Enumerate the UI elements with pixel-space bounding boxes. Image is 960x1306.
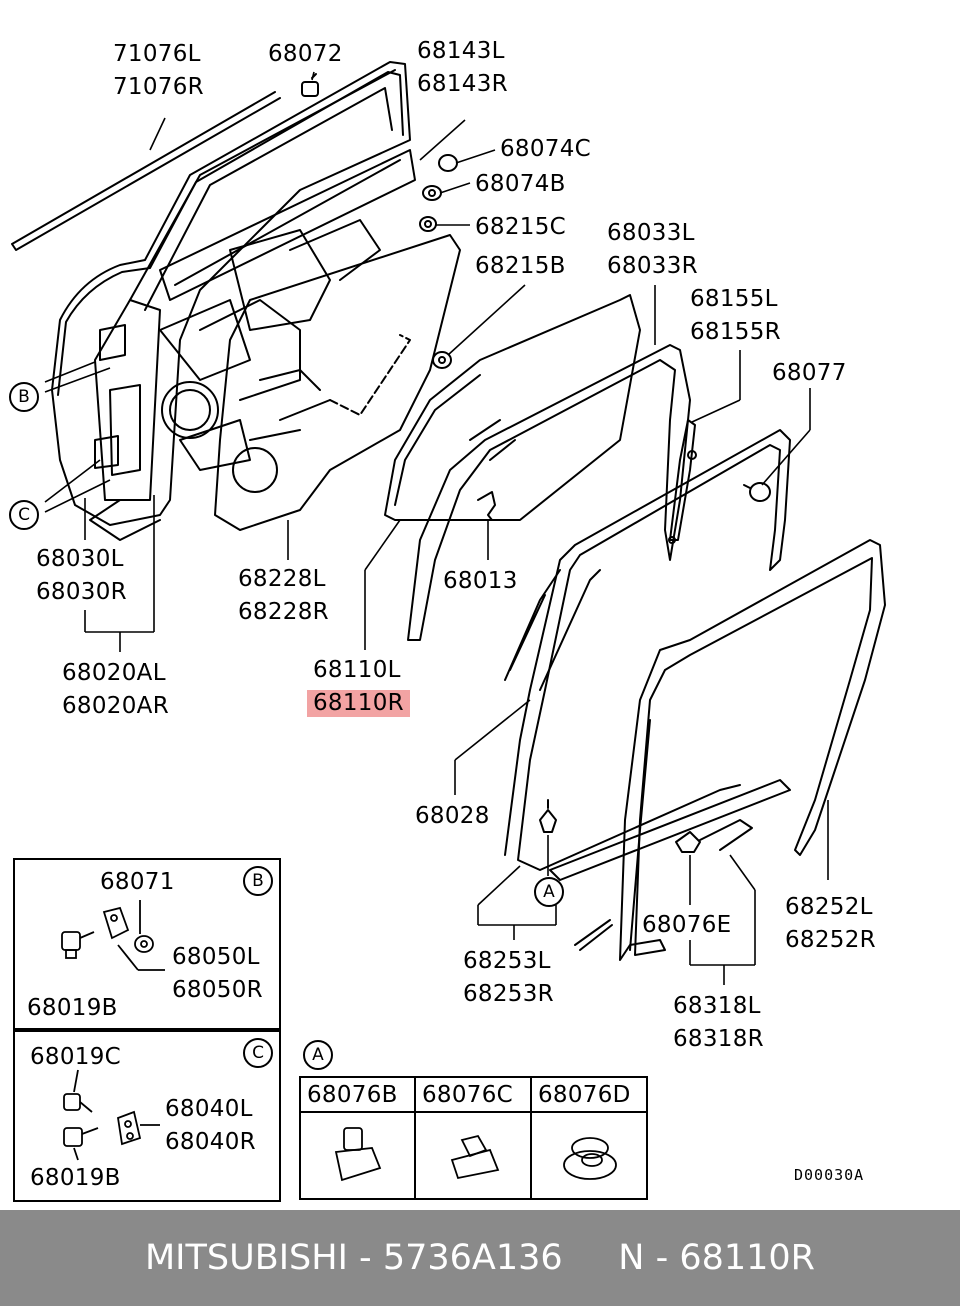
detail-a-callout: A	[303, 1040, 333, 1070]
part-label-71076L: 71076L	[113, 41, 201, 67]
part-label-68110L: 68110L	[313, 657, 401, 683]
hinge-68040	[116, 1110, 142, 1146]
clip-68076E	[675, 831, 701, 853]
part-label-68072: 68072	[268, 41, 343, 67]
detail-c-label-68019B: 68019B	[30, 1165, 121, 1191]
bolt-68019C	[63, 1093, 93, 1113]
detail-c-label-68019C: 68019C	[30, 1044, 122, 1070]
part-label-68110R-highlighted: 68110R	[307, 690, 410, 717]
detail-box-c	[13, 1028, 281, 1202]
detail-box-b	[13, 858, 281, 1032]
footer-brand: MITSUBISHI	[144, 1238, 348, 1278]
detail-a-header-68076B: 68076B	[307, 1082, 398, 1108]
part-label-68155R: 68155R	[690, 319, 781, 345]
grommet-68074C	[438, 154, 458, 172]
footer-bar: MITSUBISHI - 5736A136 N - 68110R	[0, 1210, 960, 1306]
door-weatherstrip-68028	[504, 429, 791, 871]
part-label-68155L: 68155L	[690, 286, 778, 312]
clip-68215C	[419, 216, 437, 232]
part-label-68077: 68077	[772, 360, 847, 386]
footer-sep: -	[347, 1238, 383, 1278]
door-outer-shell	[51, 61, 411, 526]
part-label-68020AR: 68020AR	[62, 693, 169, 719]
callout-c: C	[9, 500, 39, 530]
part-label-68030L: 68030L	[36, 546, 124, 572]
detail-c-parts	[63, 1069, 160, 1161]
part-label-68252R: 68252R	[785, 927, 876, 953]
detail-c-label-68040R: 68040R	[165, 1129, 256, 1155]
detail-b-callout: B	[243, 866, 273, 896]
nut-68071	[134, 935, 154, 953]
part-label-68020AL: 68020AL	[62, 660, 166, 686]
footer-ref: N - 68110R	[618, 1238, 816, 1278]
part-label-68028: 68028	[415, 803, 490, 829]
detail-b-label-68050L: 68050L	[172, 944, 260, 970]
clip-68077	[743, 482, 771, 502]
detail-a-header-divider	[299, 1111, 646, 1113]
part-label-68252L: 68252L	[785, 894, 873, 920]
callout-b: B	[9, 382, 39, 412]
detail-a-header-68076D: 68076D	[538, 1082, 631, 1108]
detail-a-col-divider-1	[414, 1076, 416, 1198]
door-weatherstrip-68252	[619, 539, 886, 961]
door-parts-diagram	[11, 61, 886, 1182]
waterproof-film	[214, 234, 461, 531]
bolt-68019B-c	[63, 1127, 99, 1147]
clip-68076-A	[539, 799, 557, 833]
part-label-68013: 68013	[443, 568, 518, 594]
part-label-71076R: 71076R	[113, 74, 204, 100]
detail-b-label-68071: 68071	[100, 869, 175, 895]
part-label-68318R: 68318R	[673, 1026, 764, 1052]
detail-c-label-68040L: 68040L	[165, 1096, 253, 1122]
part-label-68253R: 68253R	[463, 981, 554, 1007]
clip-68076D	[563, 1137, 617, 1180]
part-label-68228R: 68228R	[238, 599, 329, 625]
part-label-68143R: 68143R	[417, 71, 508, 97]
part-label-68074B: 68074B	[475, 171, 566, 197]
detail-a-parts	[334, 1127, 617, 1182]
footer-gap	[563, 1238, 619, 1278]
part-label-68215B: 68215B	[475, 253, 566, 279]
part-label-68253L: 68253L	[463, 948, 551, 974]
footer-part-number: 5736A136	[382, 1238, 563, 1278]
part-label-68318L: 68318L	[673, 993, 761, 1019]
clip-68076B	[334, 1127, 382, 1182]
door-glass	[384, 294, 641, 521]
diagram-code: D00030A	[794, 1166, 865, 1184]
screw-68072	[301, 73, 319, 97]
detail-b-label-68050R: 68050R	[172, 977, 263, 1003]
detail-b-label-68019B: 68019B	[27, 995, 118, 1021]
clip-68013	[477, 491, 496, 521]
detail-a-header-68076C: 68076C	[422, 1082, 514, 1108]
part-label-68033R: 68033R	[607, 253, 698, 279]
callout-a: A	[534, 877, 564, 907]
part-label-68033L: 68033L	[607, 220, 695, 246]
part-label-68030R: 68030R	[36, 579, 127, 605]
detail-a-col-divider-2	[530, 1076, 532, 1198]
part-label-68074C: 68074C	[500, 136, 592, 162]
clip-68076C	[450, 1134, 500, 1180]
hinge-68050	[102, 906, 130, 940]
sash-weatherstrip	[669, 419, 696, 541]
part-label-68076E: 68076E	[642, 912, 732, 938]
detail-box-a	[299, 1076, 648, 1200]
detail-c-callout: C	[243, 1038, 273, 1068]
bolt-68019B	[61, 931, 95, 959]
part-label-68215C: 68215C	[475, 214, 567, 240]
glass-run-channel	[407, 344, 691, 641]
grommet-68074B	[422, 185, 442, 201]
door-molding-strip	[11, 91, 281, 251]
part-label-68228L: 68228L	[238, 566, 326, 592]
detail-b-parts	[61, 900, 165, 971]
part-label-68143L: 68143L	[417, 38, 505, 64]
